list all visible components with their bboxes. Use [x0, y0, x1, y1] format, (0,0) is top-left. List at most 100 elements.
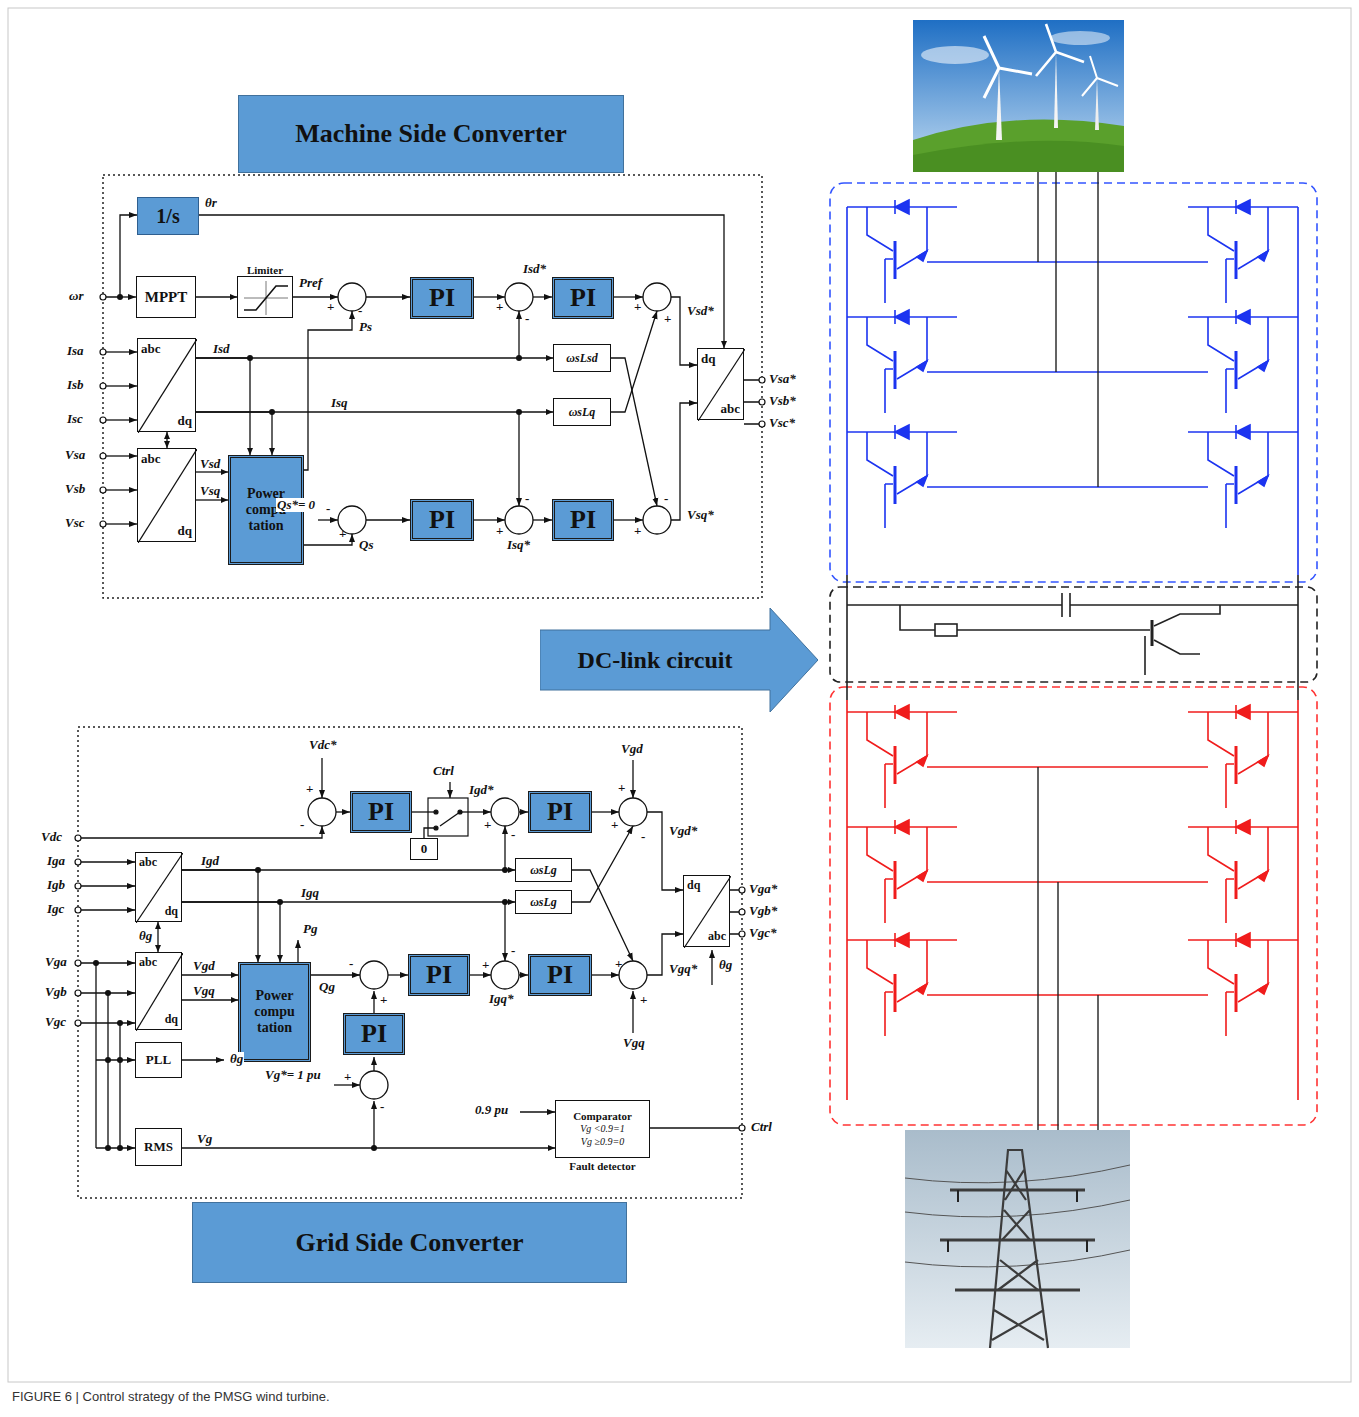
- signal-wire: [81, 826, 322, 838]
- pi-controller: PI: [350, 791, 412, 833]
- summing-junction: [308, 798, 336, 826]
- switch-symbol: [434, 810, 438, 814]
- signal-wire: [460, 811, 491, 812]
- signal-wire: [412, 811, 434, 812]
- text-group: RMS: [144, 1139, 173, 1155]
- figure-frame: [8, 8, 1351, 1382]
- signal-label: Vga: [44, 955, 68, 969]
- signal-wire: [614, 296, 643, 297]
- signal-label: θg: [229, 1052, 244, 1066]
- dc-link-circuit-drawing: [847, 575, 1298, 700]
- grid-side-switches: [847, 933, 957, 1036]
- signal-label: Vsc*: [768, 416, 796, 430]
- dc-link-circuit-drawing: [900, 605, 1150, 630]
- converter-border: [830, 183, 1317, 582]
- phase-conductor: [1038, 172, 1098, 1130]
- signal-wire: [474, 296, 505, 297]
- comparator-block: Fault detectorComparatorVg <0.9=1Vg ≥0.9…: [555, 1100, 650, 1158]
- signal-wire: [96, 1059, 135, 1060]
- signal-label: Vgq*: [668, 962, 698, 976]
- block-label: ωsLq: [569, 405, 596, 420]
- limiter-block: Limiter: [237, 276, 293, 318]
- dc-link-circuit-drawing: [1062, 593, 1070, 617]
- pll-block: PLL: [135, 1042, 182, 1078]
- port-terminal: [75, 907, 81, 913]
- signal-wire: [611, 311, 657, 412]
- junction-dot: [93, 294, 522, 1151]
- wind-turbine-photo: [921, 46, 989, 64]
- wind-turbine-photo: [913, 20, 1124, 172]
- signal-label: Vsc: [64, 516, 86, 530]
- sign-mark: -: [380, 1100, 384, 1114]
- signal-wire: [318, 519, 338, 520]
- block-label: ωsLsd: [566, 351, 597, 366]
- block-label: dq: [178, 523, 192, 539]
- phase-conductor: [1038, 767, 1098, 1130]
- signal-label: Vsq*: [686, 508, 715, 522]
- signal-label: Vg: [196, 1132, 213, 1146]
- sign-mark: +: [615, 957, 622, 971]
- summing-junction: [505, 283, 533, 311]
- signal-label: Vdc*: [308, 738, 337, 752]
- transform-block: abcdq: [137, 338, 196, 432]
- block-label: PI: [429, 505, 455, 535]
- dc-link-circuit-drawing: [1144, 636, 1146, 675]
- block-label: PI: [570, 505, 596, 535]
- port-terminal: [100, 349, 106, 355]
- signal-wire: [293, 296, 338, 297]
- text-group: DC-link circuit: [578, 647, 781, 674]
- signal-line: [199, 215, 724, 348]
- signal-label: Igd: [200, 854, 220, 868]
- machine-side-switches: [847, 200, 1298, 575]
- signal-wire: [81, 962, 135, 963]
- junction-dot: [93, 960, 99, 966]
- signal-wire: [106, 385, 137, 386]
- grid-side-switches: [1188, 705, 1298, 808]
- power-line-photo: [905, 1130, 1130, 1348]
- pi-controller: PI: [343, 1013, 405, 1055]
- block-label: PLL: [146, 1052, 171, 1068]
- signal-wire: [366, 519, 410, 520]
- block-label: Comparator: [573, 1110, 632, 1124]
- signal-wire: [518, 311, 519, 358]
- wind-turbine-photo: [984, 36, 1032, 98]
- block-label: dq: [701, 351, 715, 367]
- signal-wire: [373, 1101, 374, 1148]
- switch-symbol: [434, 826, 438, 830]
- sign-mark: -: [349, 957, 353, 971]
- machine-side-switches: [1188, 310, 1298, 413]
- transform-block: abcdq: [135, 952, 182, 1030]
- signal-label: Igd*: [468, 783, 495, 797]
- port-terminal: [75, 1020, 81, 1026]
- signal-label: Isb: [66, 378, 85, 392]
- pi-controller: PI: [528, 791, 592, 833]
- signal-line: [196, 412, 272, 455]
- text-group: ωsLg: [530, 863, 557, 878]
- signal-wire: [106, 215, 137, 297]
- signal-label: Qg: [318, 980, 336, 994]
- sign-mark: +: [634, 524, 641, 538]
- signal-wire: [336, 811, 350, 812]
- sign-mark: -: [525, 312, 529, 326]
- diagonal-line: [698, 349, 745, 421]
- machine-side-switches: [847, 425, 957, 528]
- summing-junction: [505, 506, 533, 534]
- signal-label: Qs*= 0: [276, 498, 316, 512]
- signal-line: [196, 499, 228, 500]
- port-terminal: [75, 883, 81, 889]
- signal-label: Vgd: [192, 959, 216, 973]
- port-terminal: [75, 990, 81, 996]
- block-label: 0: [421, 841, 428, 857]
- machine-side-switches: [847, 207, 1298, 575]
- diagonal-line: [138, 339, 197, 433]
- signal-line: [182, 870, 258, 962]
- signal-line: [157, 922, 158, 952]
- signal-wire: [518, 412, 519, 506]
- junction-dot: [117, 1057, 123, 1063]
- block-label: abc: [139, 855, 157, 870]
- signal-label: Vgc*: [748, 926, 777, 940]
- block-label: 1/s: [156, 205, 179, 228]
- signal-wire: [504, 826, 505, 870]
- block-label: Machine Side Converter: [295, 119, 567, 149]
